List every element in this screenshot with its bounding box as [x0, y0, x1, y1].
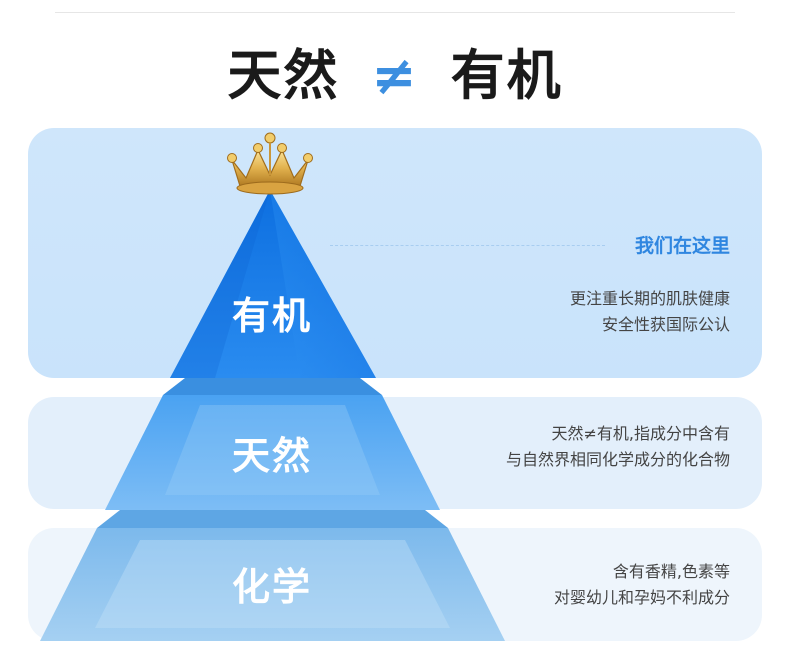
tier-label-organic: 有机 [231, 294, 312, 338]
title-organic: 有机 [450, 44, 563, 107]
tier-chemical-shape [40, 510, 505, 641]
organic-desc-line-1: 更注重长期的肌肤健康 [569, 289, 730, 308]
band-organic [28, 128, 762, 378]
organic-description: 更注重长期的肌肤健康 安全性获国际公认 [570, 286, 730, 338]
tier-natural-shape [105, 378, 440, 510]
title-natural: 天然 [227, 44, 340, 107]
natural-desc-line-2: 与自然界相同化学成分的化合物 [505, 450, 730, 469]
crown-icon [227, 132, 313, 195]
chemical-description: 含有香精,色素等 对婴幼儿和孕妈不利成分 [554, 559, 730, 611]
not-equal-symbol: ≠ [371, 44, 419, 107]
chemical-desc-line-1: 含有香精,色素等 [612, 562, 730, 581]
organic-desc-line-2: 安全性获国际公认 [601, 315, 730, 334]
tier-label-natural: 天然 [231, 434, 312, 478]
natural-desc-line-1: 天然≠有机,指成分中含有 [551, 424, 731, 443]
natural-description: 天然≠有机,指成分中含有 与自然界相同化学成分的化合物 [506, 421, 730, 473]
top-divider [55, 12, 735, 13]
we-are-here-label: 我们在这里 [634, 235, 730, 257]
page-title: 天然 ≠ 有机 [0, 38, 790, 114]
chemical-desc-line-2: 对婴幼儿和孕妈不利成分 [553, 588, 730, 607]
tier-label-chemical: 化学 [231, 565, 312, 609]
pointer-dashed-line [330, 245, 605, 246]
tier-organic-shape [170, 190, 376, 378]
